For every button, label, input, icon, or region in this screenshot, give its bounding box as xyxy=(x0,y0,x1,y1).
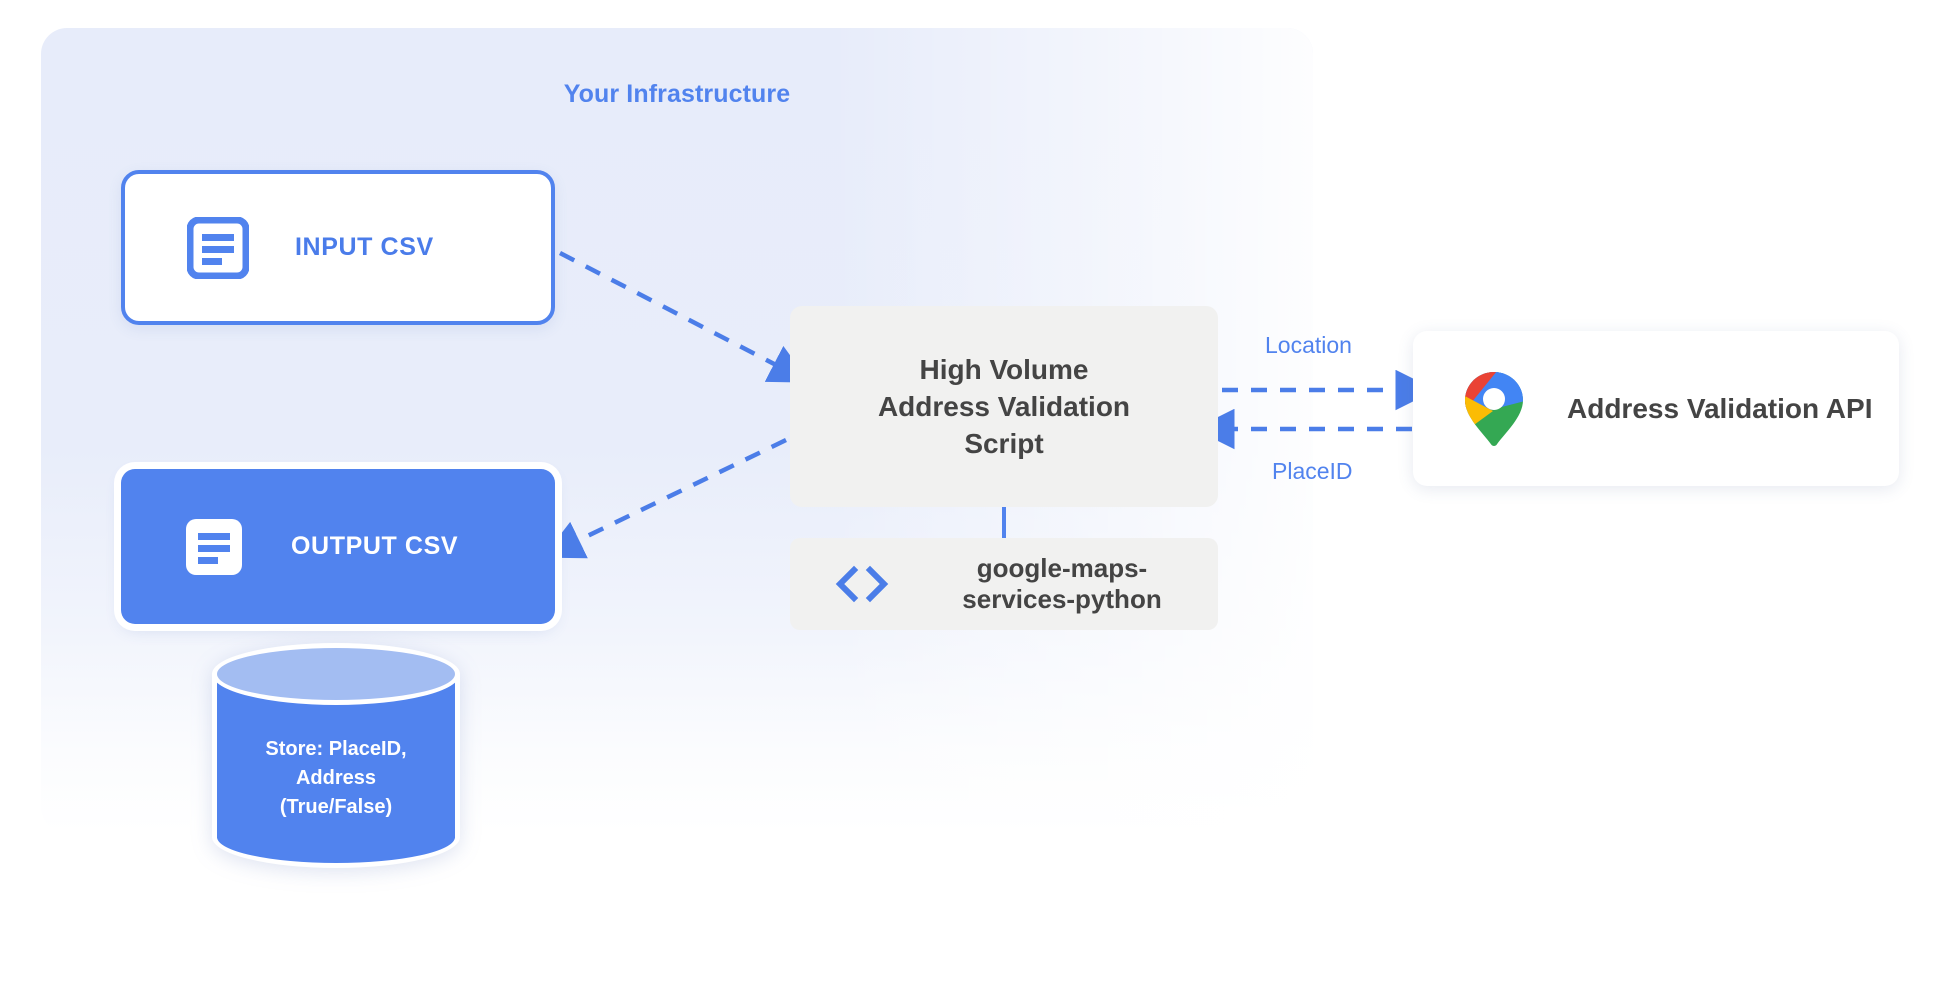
datastore-label-line3: (True/False) xyxy=(279,796,393,818)
panel-title: Your Infrastructure xyxy=(563,80,791,108)
input-csv-label: INPUT CSV xyxy=(295,233,434,261)
code-brackets-icon xyxy=(834,563,890,605)
datastore-label: Store: PlaceID, Address (True/False) xyxy=(212,735,460,822)
node-address-validation-api[interactable]: Address Validation API xyxy=(1413,331,1899,486)
node-input-csv[interactable]: INPUT CSV xyxy=(121,170,555,325)
output-csv-label: OUTPUT CSV xyxy=(291,532,459,560)
library-label-line2: services-python xyxy=(962,584,1162,614)
script-title-line2: Address Validation xyxy=(877,390,1131,422)
script-title-line3: Script xyxy=(964,428,1044,460)
document-icon xyxy=(186,216,250,279)
api-label: Address Validation API xyxy=(1567,392,1873,424)
node-validation-script[interactable]: High Volume Address Validation Script xyxy=(790,306,1218,507)
node-output-csv[interactable]: OUTPUT CSV xyxy=(121,469,555,624)
document-icon xyxy=(183,516,245,578)
library-label-line1: google-maps- xyxy=(976,552,1148,583)
node-google-maps-services-python[interactable]: google-maps- services-python xyxy=(790,538,1218,630)
script-title-line1: High Volume xyxy=(919,353,1089,385)
edge-label-location: Location xyxy=(1265,332,1352,358)
datastore-label-line1: Store: PlaceID, xyxy=(265,738,407,760)
datastore-label-line2: Address xyxy=(295,767,377,789)
library-label: google-maps- services-python xyxy=(928,553,1218,615)
node-datastore[interactable]: Store: PlaceID, Address (True/False) xyxy=(212,643,460,868)
google-maps-pin-icon xyxy=(1463,371,1525,447)
cylinder-top xyxy=(212,643,460,705)
script-library-connector xyxy=(1002,507,1006,538)
edge-label-placeid: PlaceID xyxy=(1272,458,1353,484)
